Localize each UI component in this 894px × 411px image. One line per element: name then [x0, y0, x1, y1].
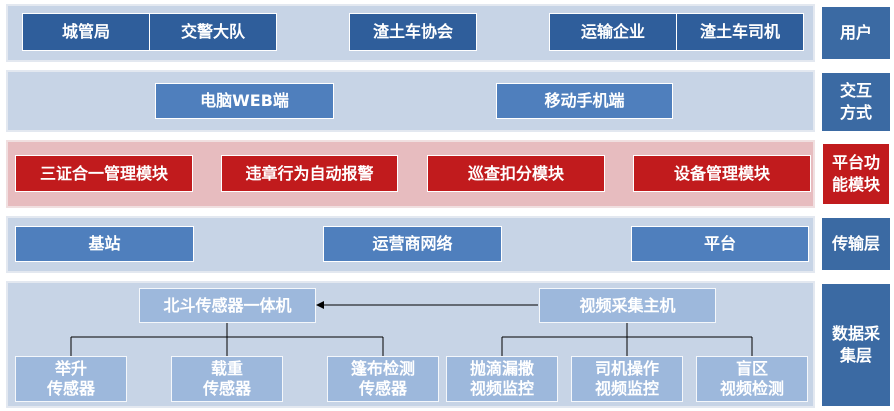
violation-alarm-module-box: 违章行为自动报警 [221, 155, 398, 192]
lift-sensor-box: 举升 传感器 [15, 356, 127, 402]
platform-layer-label: 平台功 能模块 [822, 143, 890, 205]
spill-video-box: 抛滴漏撒 视频监控 [446, 356, 558, 402]
user-transport-company-box: 运输企业 [549, 13, 677, 51]
interaction-layer-label: 交互 方式 [822, 73, 890, 131]
user-layer-label: 用户 [822, 7, 890, 59]
transmission-layer-label: 传输层 [822, 218, 890, 270]
patrol-module-box: 巡查扣分模块 [427, 155, 605, 192]
load-sensor-box: 载重 传感器 [171, 356, 283, 402]
mobile-client-box: 移动手机端 [496, 83, 673, 119]
user-chengguan-box: 城管局 [22, 13, 150, 51]
left-sensor-tree [70, 322, 384, 356]
data-layer-label: 数据采 集层 [822, 284, 890, 406]
right-sensor-tree [501, 322, 753, 356]
interaction-layer-band [6, 70, 815, 132]
web-client-box: 电脑WEB端 [155, 83, 334, 119]
carrier-network-box: 运营商网络 [323, 226, 502, 262]
user-driver-box: 渣土车司机 [676, 13, 804, 51]
license-module-box: 三证合一管理模块 [15, 155, 193, 192]
driver-video-box: 司机操作 视频监控 [571, 356, 683, 402]
platform-box: 平台 [631, 226, 809, 262]
base-station-box: 基站 [15, 226, 194, 262]
beidou-sensor-box: 北斗传感器一体机 [139, 288, 316, 323]
user-jiaojing-box: 交警大队 [149, 13, 277, 51]
video-host-box: 视频采集主机 [539, 288, 716, 323]
tarp-sensor-box: 篷布检测 传感器 [327, 356, 439, 402]
user-association-box: 渣土车协会 [349, 13, 477, 51]
blindspot-video-box: 盲区 视频检测 [696, 356, 808, 402]
device-module-box: 设备管理模块 [633, 155, 811, 192]
